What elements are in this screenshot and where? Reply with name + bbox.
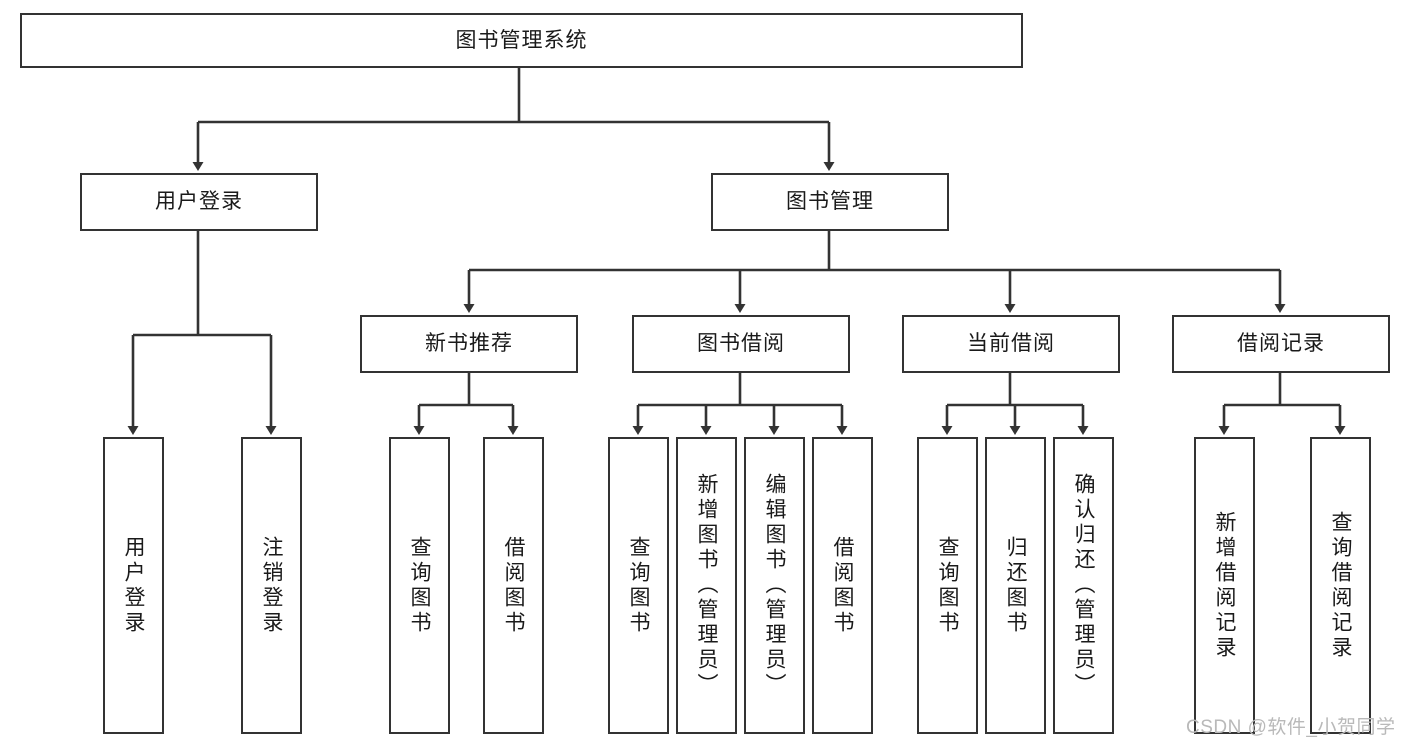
node-leaf-user-login-label: 用户登录 xyxy=(122,535,145,636)
node-leaf-borrow-book-1-label: 借阅图书 xyxy=(502,535,525,636)
node-leaf-logout-label: 注销登录 xyxy=(260,535,283,636)
node-leaf-user-login[interactable]: 用户登录 xyxy=(103,437,164,734)
node-leaf-add-record[interactable]: 新增借阅记录 xyxy=(1194,437,1255,734)
node-leaf-confirm-return[interactable]: 确认归还（管理员） xyxy=(1053,437,1114,734)
node-leaf-add-record-label: 新增借阅记录 xyxy=(1213,510,1236,661)
node-current-borrow[interactable]: 当前借阅 xyxy=(902,315,1120,373)
node-leaf-query-book-1[interactable]: 查询图书 xyxy=(389,437,450,734)
node-leaf-add-book-label: 新增图书（管理员） xyxy=(695,473,718,698)
node-leaf-query-book-2-label: 查询图书 xyxy=(627,535,650,636)
node-leaf-confirm-return-label: 确认归还（管理员） xyxy=(1072,473,1095,698)
node-leaf-return-book-label: 归还图书 xyxy=(1004,535,1027,636)
node-book-borrow-label: 图书借阅 xyxy=(697,332,785,356)
node-leaf-query-book-3-label: 查询图书 xyxy=(936,535,959,636)
node-leaf-return-book[interactable]: 归还图书 xyxy=(985,437,1046,734)
node-leaf-borrow-book-2[interactable]: 借阅图书 xyxy=(812,437,873,734)
node-leaf-query-book-3[interactable]: 查询图书 xyxy=(917,437,978,734)
node-root[interactable]: 图书管理系统 xyxy=(20,13,1023,68)
node-current-borrow-label: 当前借阅 xyxy=(967,332,1055,356)
node-new-book-recommend[interactable]: 新书推荐 xyxy=(360,315,578,373)
node-borrow-record[interactable]: 借阅记录 xyxy=(1172,315,1390,373)
node-book-borrow[interactable]: 图书借阅 xyxy=(632,315,850,373)
node-leaf-edit-book-label: 编辑图书（管理员） xyxy=(763,473,786,698)
node-user-login[interactable]: 用户登录 xyxy=(80,173,318,231)
node-leaf-query-record[interactable]: 查询借阅记录 xyxy=(1310,437,1371,734)
node-leaf-add-book[interactable]: 新增图书（管理员） xyxy=(676,437,737,734)
node-book-manage[interactable]: 图书管理 xyxy=(711,173,949,231)
node-borrow-record-label: 借阅记录 xyxy=(1237,332,1325,356)
node-new-book-recommend-label: 新书推荐 xyxy=(425,332,513,356)
node-user-login-label: 用户登录 xyxy=(155,190,243,214)
node-leaf-query-record-label: 查询借阅记录 xyxy=(1329,510,1352,661)
node-leaf-query-book-1-label: 查询图书 xyxy=(408,535,431,636)
node-leaf-borrow-book-1[interactable]: 借阅图书 xyxy=(483,437,544,734)
node-leaf-query-book-2[interactable]: 查询图书 xyxy=(608,437,669,734)
node-book-manage-label: 图书管理 xyxy=(786,190,874,214)
node-leaf-borrow-book-2-label: 借阅图书 xyxy=(831,535,854,636)
node-leaf-edit-book[interactable]: 编辑图书（管理员） xyxy=(744,437,805,734)
watermark: CSDN @软件_小贺同学 xyxy=(1186,717,1396,738)
node-leaf-logout[interactable]: 注销登录 xyxy=(241,437,302,734)
node-root-label: 图书管理系统 xyxy=(455,28,588,52)
